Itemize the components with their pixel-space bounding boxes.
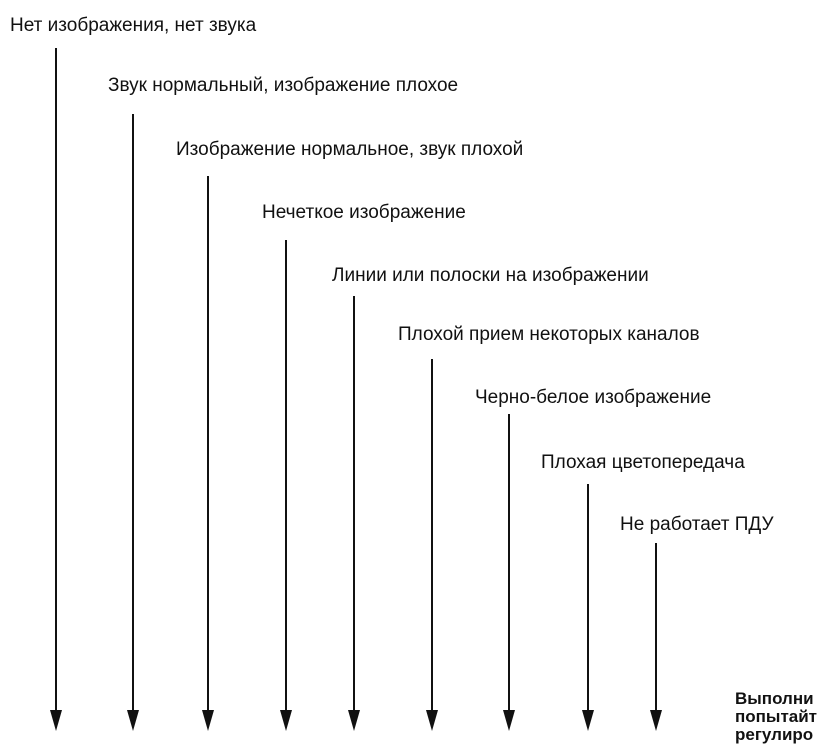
symptom-label-black-white-picture: Черно-белое изображение [475,387,712,408]
instruction-note-line: попытайт [735,707,817,726]
arrow-2 [202,176,214,731]
symptom-label-blurry-picture: Нечеткое изображение [262,202,466,223]
instruction-note: Выполни попытайт регулиро [735,690,817,744]
arrow-3 [280,240,292,731]
instruction-note-line: регулиро [735,725,814,744]
arrow-7 [582,484,594,731]
arrow-4 [348,296,360,731]
instruction-note-line: Выполни [735,689,814,708]
arrow-0 [50,48,62,731]
symptom-label-picture-ok-sound-bad: Изображение нормальное, звук плохой [176,139,524,160]
symptom-label-poor-color: Плохая цветопередача [541,452,745,473]
arrow-6 [503,414,515,731]
symptom-label-remote-not-working: Не работает ПДУ [620,514,774,535]
arrow-5 [426,359,438,731]
symptom-label-sound-ok-picture-bad: Звук нормальный, изображение плохое [108,75,459,96]
symptom-label-no-picture-no-sound: Нет изображения, нет звука [10,15,257,36]
symptom-label-poor-reception: Плохой прием некоторых каналов [398,324,700,345]
arrow-8 [650,543,662,731]
symptom-label-lines-on-picture: Линии или полоски на изображении [332,265,649,286]
arrow-1 [127,114,139,731]
